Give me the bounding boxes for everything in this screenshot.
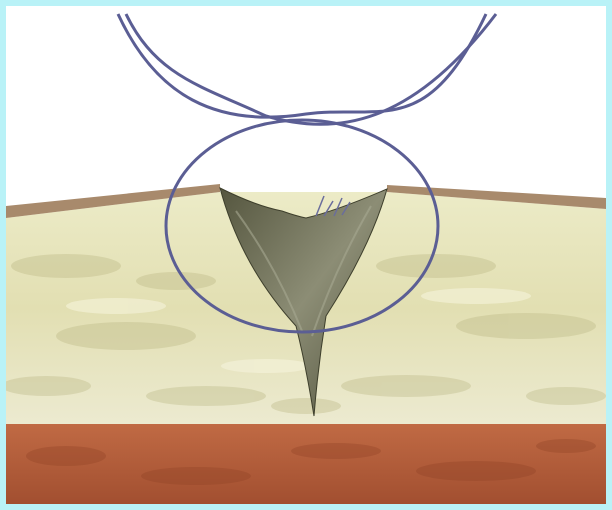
suture-illustration [6, 6, 606, 504]
